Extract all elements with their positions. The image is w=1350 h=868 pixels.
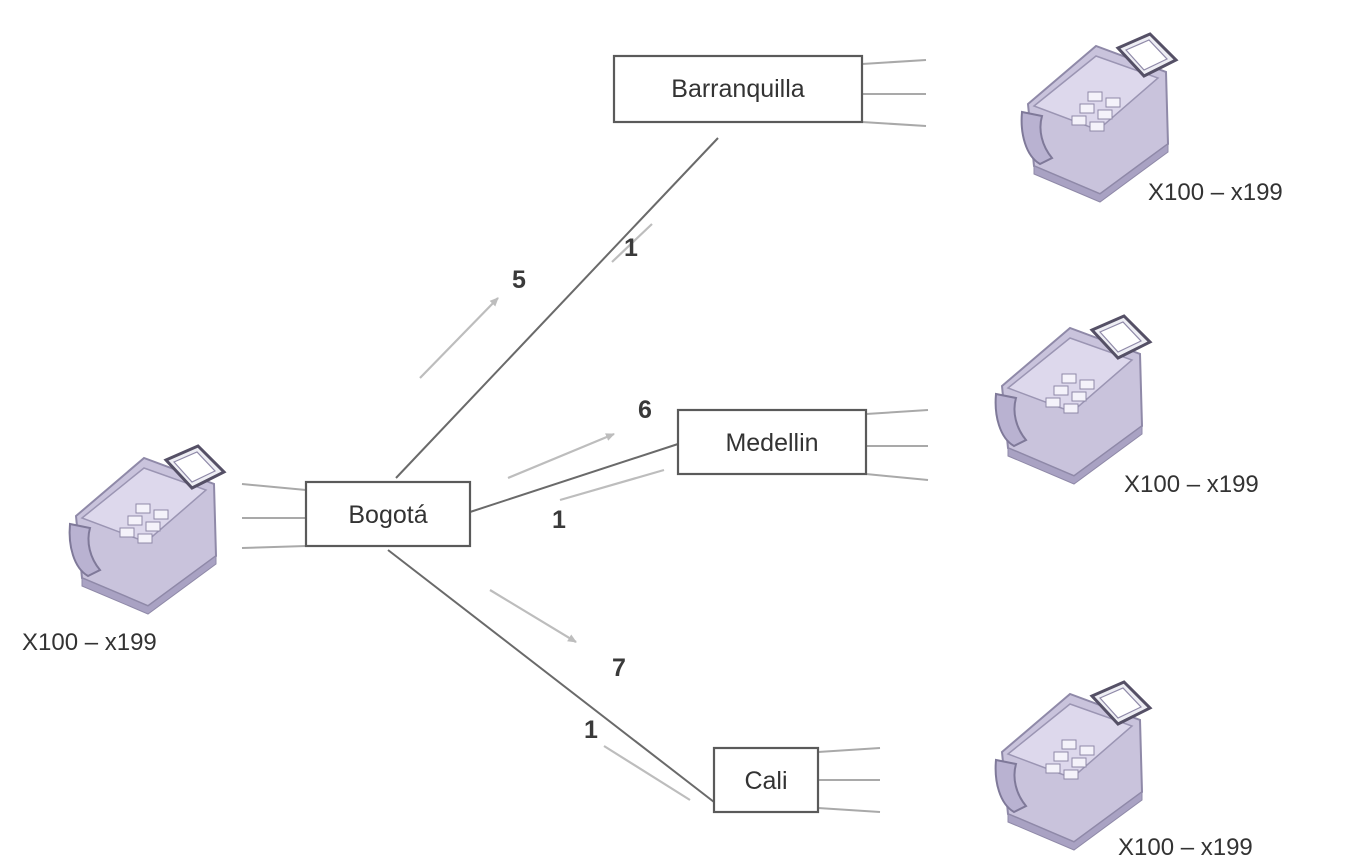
- route-number-md-return: 1: [552, 506, 566, 534]
- node-barranquilla: Barranquilla: [612, 54, 864, 124]
- extension-range-barranquilla: X100 – x199: [1148, 179, 1283, 206]
- link-bogota-barranquilla: [395, 137, 719, 479]
- arrow-md-return: [559, 468, 665, 502]
- arrow-cali-forward: [489, 589, 577, 643]
- node-medellin-label: Medellin: [725, 429, 818, 457]
- link-bogota-cali: [387, 549, 715, 803]
- arrow-md-forward: [507, 432, 615, 480]
- node-barranquilla-label: Barranquilla: [671, 75, 805, 103]
- cali-trunk-stubs: [817, 747, 881, 813]
- fax-phone-icon: [994, 680, 1152, 852]
- link-bogota-medellin: [469, 443, 679, 513]
- fax-phone-icon: [68, 444, 226, 616]
- bogota-trunk-stubs: [241, 483, 307, 549]
- arrow-bq-return: [611, 223, 653, 263]
- node-bogota: Bogotá: [304, 480, 472, 548]
- arrow-cali-return: [603, 745, 691, 801]
- route-number-bq-forward: 5: [512, 266, 526, 294]
- extension-range-bogota: X100 – x199: [22, 629, 157, 656]
- node-bogota-label: Bogotá: [348, 501, 427, 529]
- route-number-cali-return: 1: [584, 716, 598, 744]
- extension-range-medellin: X100 – x199: [1124, 471, 1259, 498]
- node-cali-label: Cali: [744, 767, 787, 795]
- fax-phone-icon: [1020, 32, 1178, 204]
- route-number-md-forward: 6: [638, 396, 652, 424]
- barranquilla-trunk-stubs: [861, 59, 927, 127]
- node-cali: Cali: [712, 746, 820, 814]
- fax-phone-icon: [994, 314, 1152, 486]
- medellin-trunk-stubs: [865, 409, 929, 481]
- extension-range-cali: X100 – x199: [1118, 834, 1253, 861]
- route-number-bq-return: 1: [624, 234, 638, 262]
- arrow-bq-forward: [419, 297, 499, 379]
- node-medellin: Medellin: [676, 408, 868, 476]
- route-number-cali-forward: 7: [612, 654, 626, 682]
